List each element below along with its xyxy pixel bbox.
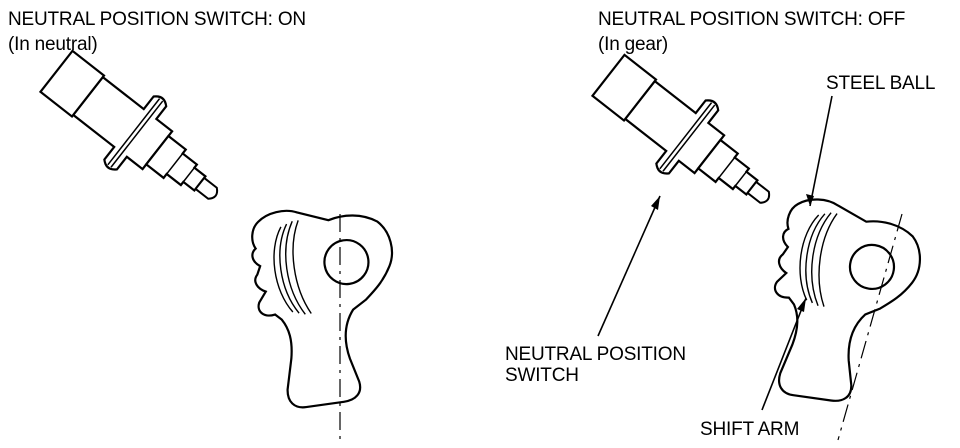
leader-shift-arm <box>761 297 807 411</box>
left-shift-arm <box>244 195 414 413</box>
leader-neutral-switch <box>597 195 661 337</box>
right-panel-title: NEUTRAL POSITION SWITCH: OFF <box>598 9 906 30</box>
right-switch <box>580 39 796 236</box>
callout-neutral-switch-line1: NEUTRAL POSITION <box>505 344 686 365</box>
callout-steel-ball: STEEL BALL <box>826 73 936 94</box>
left-switch <box>28 35 244 232</box>
callout-neutral-switch-line2: SWITCH <box>505 365 579 386</box>
leader-steel-ball <box>806 95 833 207</box>
callout-shift-arm: SHIFT ARM <box>700 419 800 440</box>
right-centerline <box>837 213 903 441</box>
right-shift-arm <box>759 193 928 412</box>
left-panel-subtitle: (In neutral) <box>8 34 98 55</box>
right-panel-subtitle: (In gear) <box>598 34 669 55</box>
left-panel-title: NEUTRAL POSITION SWITCH: ON <box>8 9 306 30</box>
